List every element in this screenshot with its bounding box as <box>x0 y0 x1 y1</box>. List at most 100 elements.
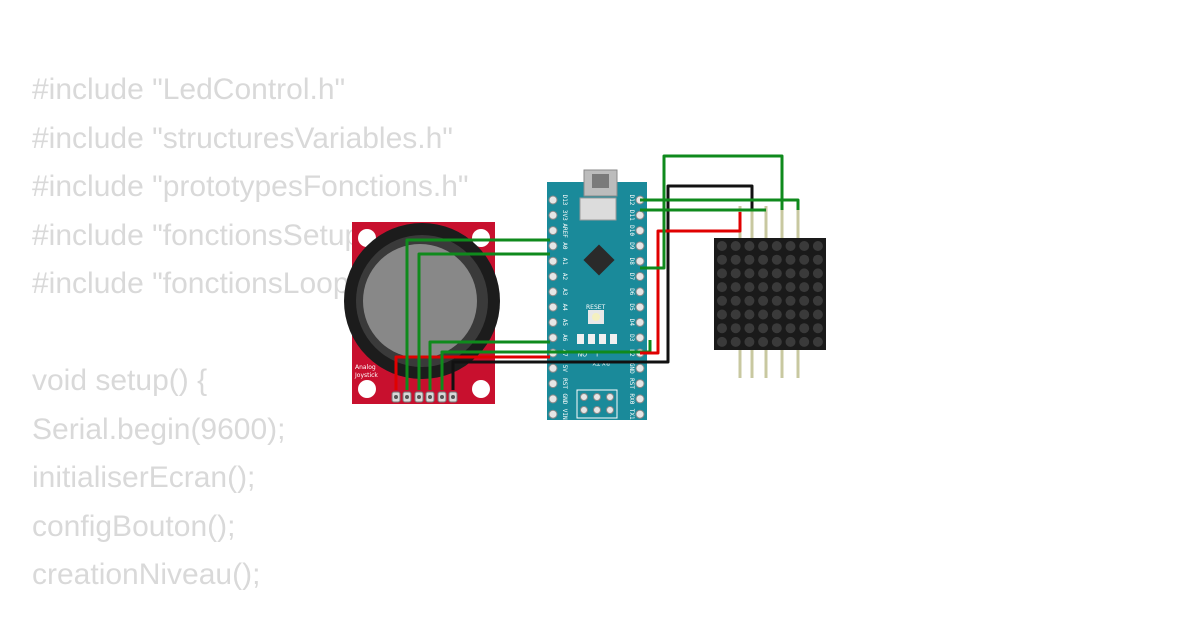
pin-label: A3 <box>561 288 568 296</box>
pin-label: A2 <box>561 273 568 281</box>
wire-gnd-black[interactable] <box>451 184 754 390</box>
icsp-pin <box>606 393 614 401</box>
led-dot <box>730 254 741 265</box>
wire-sw-green[interactable] <box>440 340 652 390</box>
pin-pad <box>635 302 645 312</box>
joystick-pin-hole <box>451 395 455 399</box>
led-dot <box>785 295 796 306</box>
pin-label: A4 <box>561 303 568 311</box>
matrix-pin <box>738 350 742 378</box>
led-dot <box>717 309 727 320</box>
status-led <box>599 334 606 344</box>
led-dot <box>771 282 782 293</box>
led-dot <box>785 254 796 265</box>
pin-label: D3 <box>628 334 635 342</box>
wire-din-green[interactable] <box>640 154 784 270</box>
matrix-pin <box>764 206 768 239</box>
led-dot <box>744 268 755 279</box>
led-dot <box>758 323 769 334</box>
matrix-bottom-pins <box>738 350 800 378</box>
icsp-pins <box>580 393 614 414</box>
pin-label: 5V <box>561 365 568 373</box>
joystick-label-line1: Analog <box>355 364 376 371</box>
led-dot <box>799 268 810 279</box>
joystick-label-line2: Joystick <box>354 372 378 379</box>
wire-a0-green[interactable] <box>405 238 550 390</box>
wire-d2-green[interactable] <box>428 340 550 390</box>
pin-pad <box>635 241 645 251</box>
led-dot <box>812 295 823 306</box>
joystick-pin-hole <box>428 395 432 399</box>
led-dot <box>799 282 810 293</box>
pin-label: A0 <box>561 242 568 250</box>
wire-a1-green[interactable] <box>417 252 550 390</box>
matrix-pin <box>796 206 800 239</box>
mount-hole <box>472 229 490 247</box>
pin-pad <box>548 363 558 373</box>
led-dot <box>758 282 769 293</box>
matrix-pin <box>750 206 754 239</box>
arduino-board <box>547 182 647 420</box>
led-dot <box>812 282 823 293</box>
pin-pad <box>635 226 645 236</box>
pin-label: GND <box>628 363 635 374</box>
usb-shield <box>579 197 617 221</box>
led-dot <box>812 254 823 265</box>
pin-pad <box>548 394 558 404</box>
pin-pad <box>635 379 645 389</box>
pin-pad <box>635 409 645 419</box>
matrix-pin <box>780 350 784 378</box>
led-dot <box>730 241 741 251</box>
code-line: #include "LedControl.h" <box>32 73 346 106</box>
status-leds <box>577 334 617 344</box>
led-dot <box>730 323 741 334</box>
code-line: #include "structuresVariables.h" <box>32 121 453 155</box>
joystick-pin-hole <box>405 395 409 399</box>
wire-cs-green[interactable] <box>640 198 800 210</box>
pin-pad <box>635 394 645 404</box>
led-dot <box>717 282 727 293</box>
led-dot <box>785 323 796 334</box>
pin-pad <box>548 379 558 389</box>
pin-label: D5 <box>628 303 635 311</box>
joystick-module[interactable]: Analog Joystick <box>344 222 500 404</box>
pin-label: RST <box>628 378 635 389</box>
led-dot <box>744 336 755 347</box>
icsp-pin <box>580 406 588 414</box>
pin-label: AREF <box>561 223 568 238</box>
led-dot <box>758 241 769 251</box>
led-dot <box>799 295 810 306</box>
led-dot <box>744 295 755 306</box>
wire-vcc-red[interactable] <box>640 212 742 355</box>
led-dot <box>812 309 823 320</box>
led-dot <box>744 309 755 320</box>
icsp-pin <box>593 406 601 414</box>
code-line: #include "prototypesFonctions.h" <box>32 170 469 203</box>
pin-pad <box>548 226 558 236</box>
status-led <box>610 334 617 344</box>
led-dot <box>717 268 727 279</box>
led-dot <box>744 254 755 265</box>
code-listing: #include "LedControl.h" #include "structu… <box>32 66 469 600</box>
status-led <box>588 334 595 344</box>
pin-pad <box>548 195 558 205</box>
led-dot <box>785 336 796 347</box>
led-dot <box>812 323 823 334</box>
joystick-pin-hole <box>440 395 444 399</box>
reset-label: RESET <box>586 304 606 311</box>
led-dot <box>771 254 782 265</box>
led-dot <box>758 336 769 347</box>
icsp-header <box>576 389 618 419</box>
code-line: creationNiveau(); <box>32 558 261 591</box>
wire-5v-red[interactable] <box>394 355 550 390</box>
pin-pad <box>548 333 558 343</box>
led-dot <box>744 323 755 334</box>
led-dot <box>717 241 727 251</box>
joystick-pin-header <box>391 391 458 403</box>
pin-pad <box>635 317 645 327</box>
led-matrix <box>714 238 826 350</box>
led-dot <box>717 336 727 347</box>
pin-pad <box>635 287 645 297</box>
led-dot <box>758 309 769 320</box>
